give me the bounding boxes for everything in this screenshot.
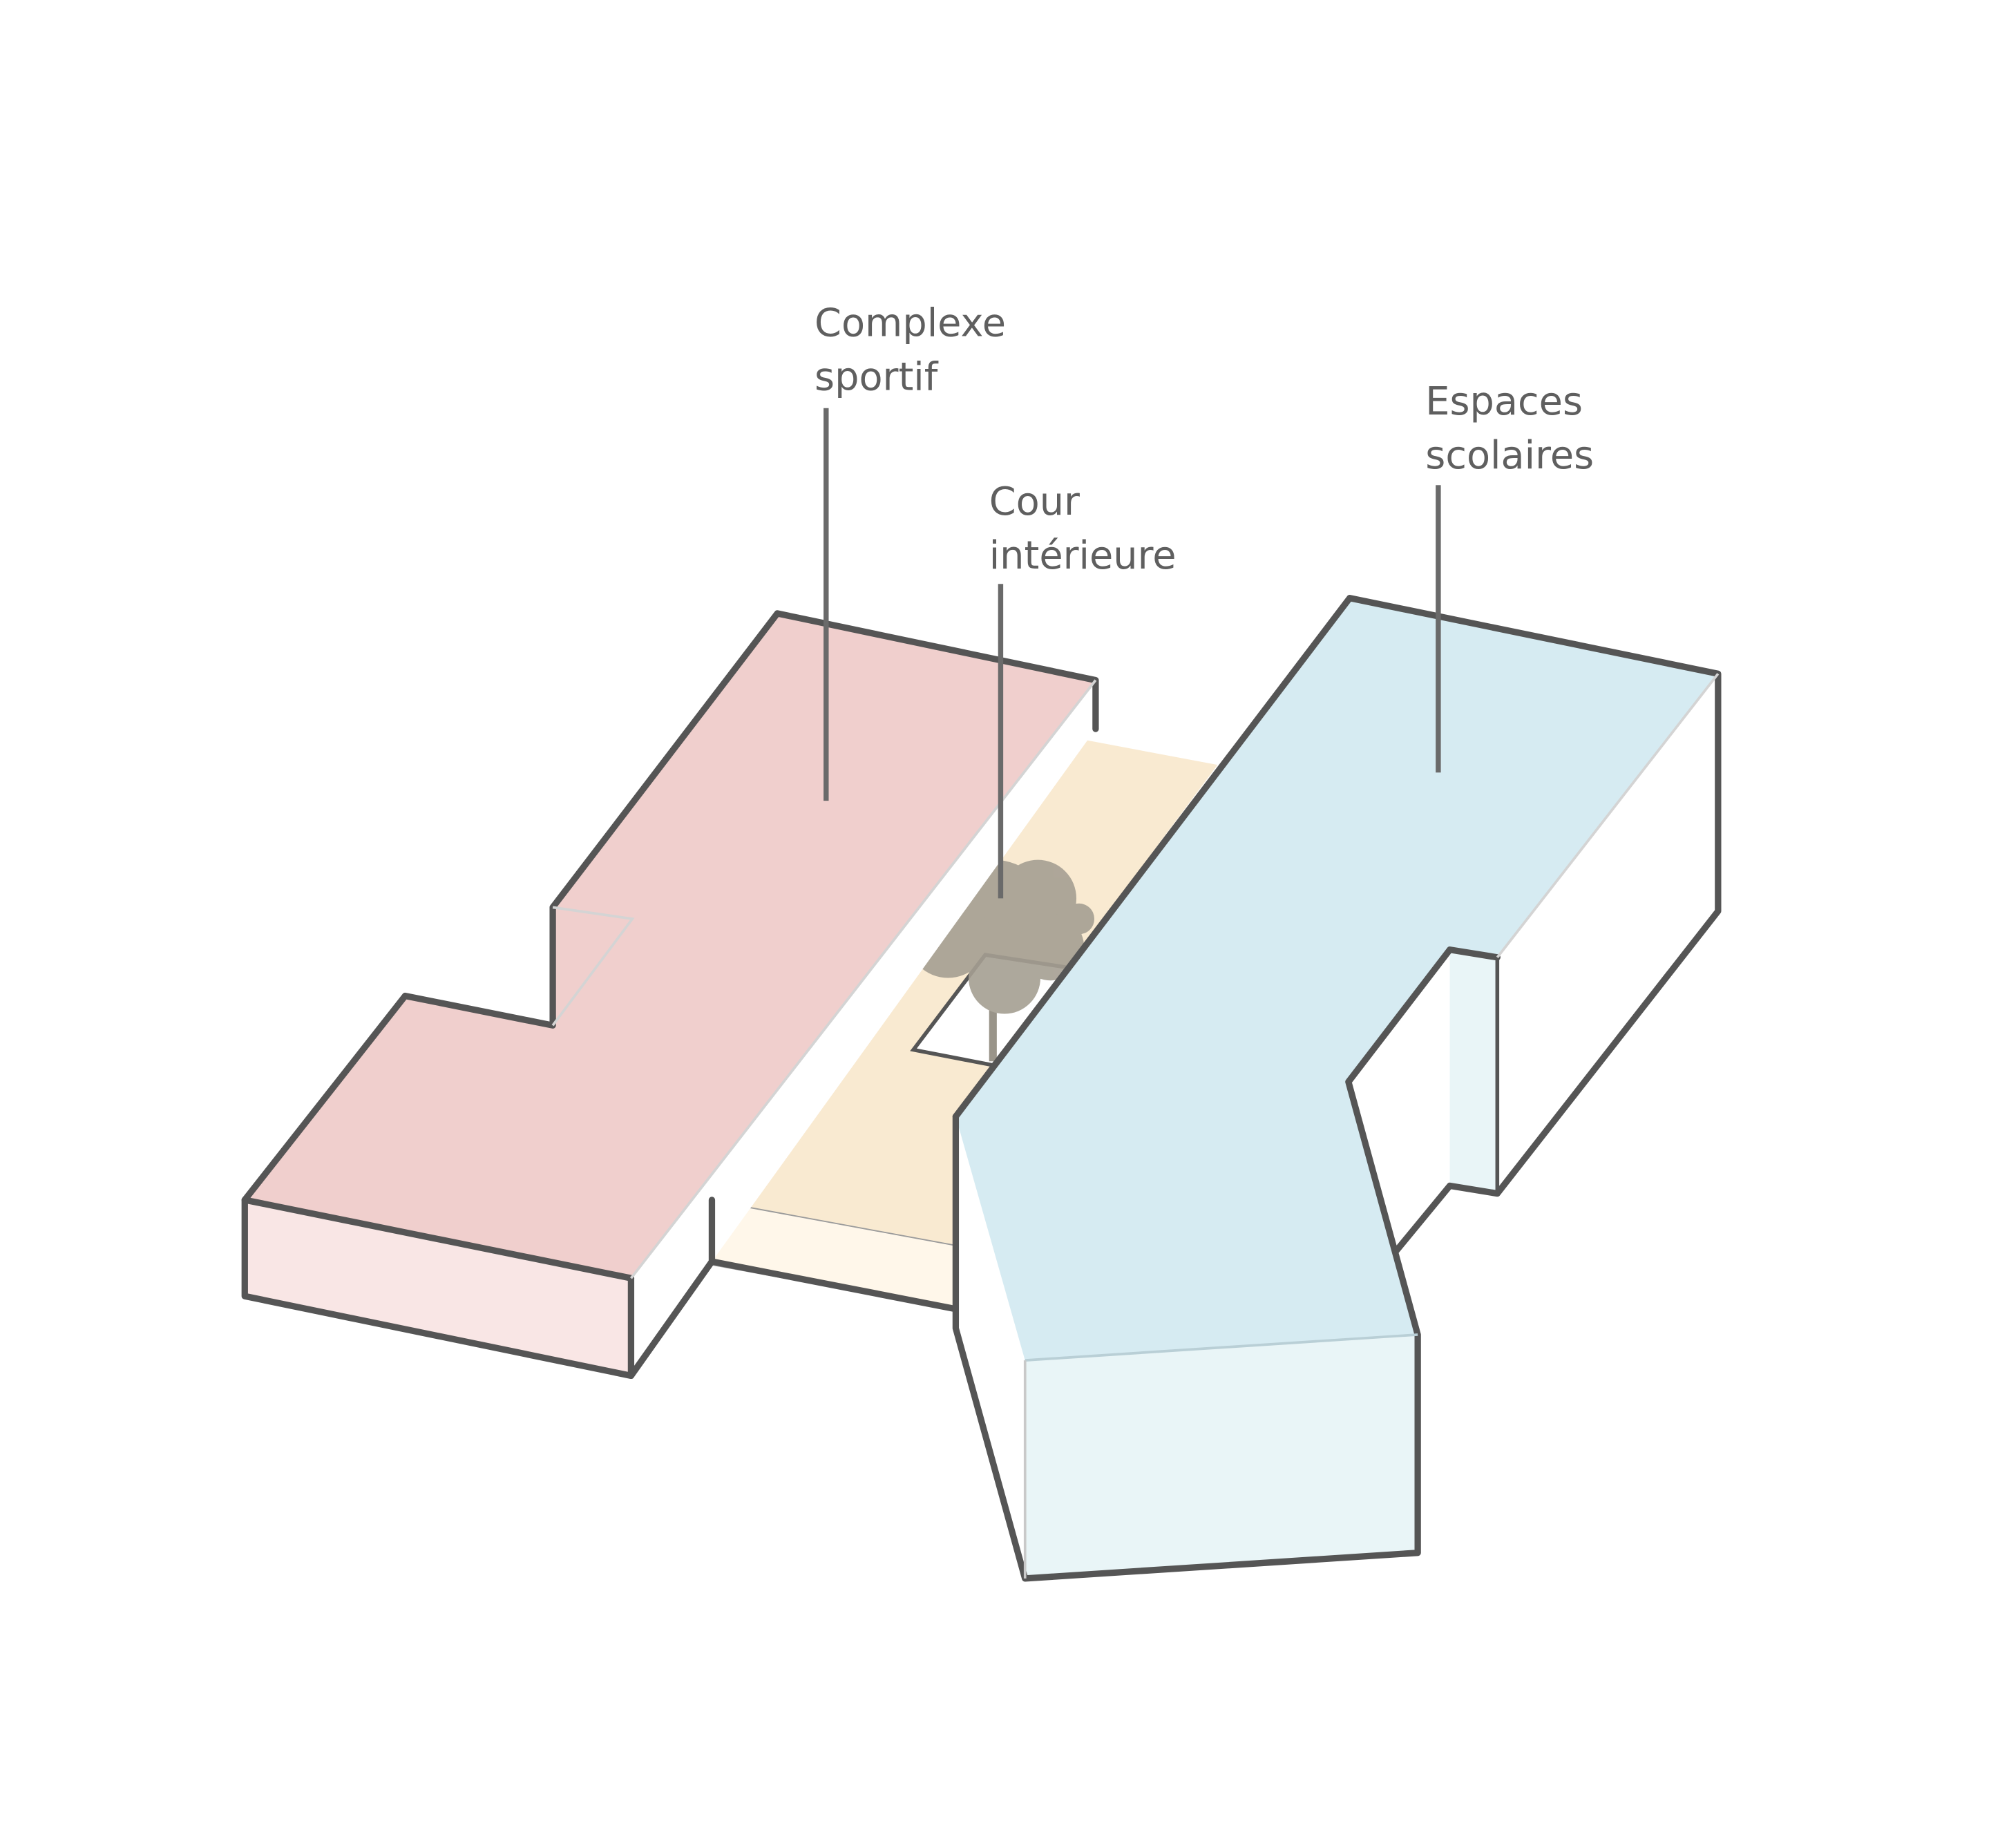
school-top-outline xyxy=(952,595,1722,1255)
school-top-face xyxy=(955,598,1718,1361)
school-notch-face xyxy=(1449,949,1498,1194)
school-label-line2: scolaires xyxy=(1425,433,1594,478)
school-corner-edge xyxy=(1496,673,1720,958)
school-front-top-edge xyxy=(1025,1333,1418,1362)
school-right-face xyxy=(1348,674,1718,1335)
sports-right-face xyxy=(631,680,1096,1376)
sports-outline xyxy=(241,610,1099,1282)
school-spaces-volume xyxy=(952,595,1722,1582)
sports-label-line2: sportif xyxy=(815,355,939,400)
school-bottom-outline xyxy=(952,946,1501,1582)
sports-label: Complexe sportif xyxy=(815,301,1018,400)
school-left-face xyxy=(955,1116,1025,1579)
courtyard-label: Cour intérieure xyxy=(989,479,1177,578)
courtyard-bottom-edge xyxy=(708,1258,960,1313)
courtyard-label-line2: intérieure xyxy=(989,533,1177,578)
courtyard-label-line1: Cour xyxy=(989,479,1080,524)
sports-front-face xyxy=(245,1199,631,1376)
sports-notch-edge xyxy=(551,906,635,1027)
sports-complex-volume xyxy=(241,610,1099,1380)
sports-top-edge xyxy=(629,679,1097,1279)
school-label-line1: Espaces xyxy=(1425,379,1583,424)
school-front-face xyxy=(1025,1334,1418,1579)
school-label: Espaces scolaires xyxy=(1425,379,1594,478)
sports-label-line1: Complexe xyxy=(815,301,1006,346)
sports-top-face xyxy=(245,613,1096,1279)
